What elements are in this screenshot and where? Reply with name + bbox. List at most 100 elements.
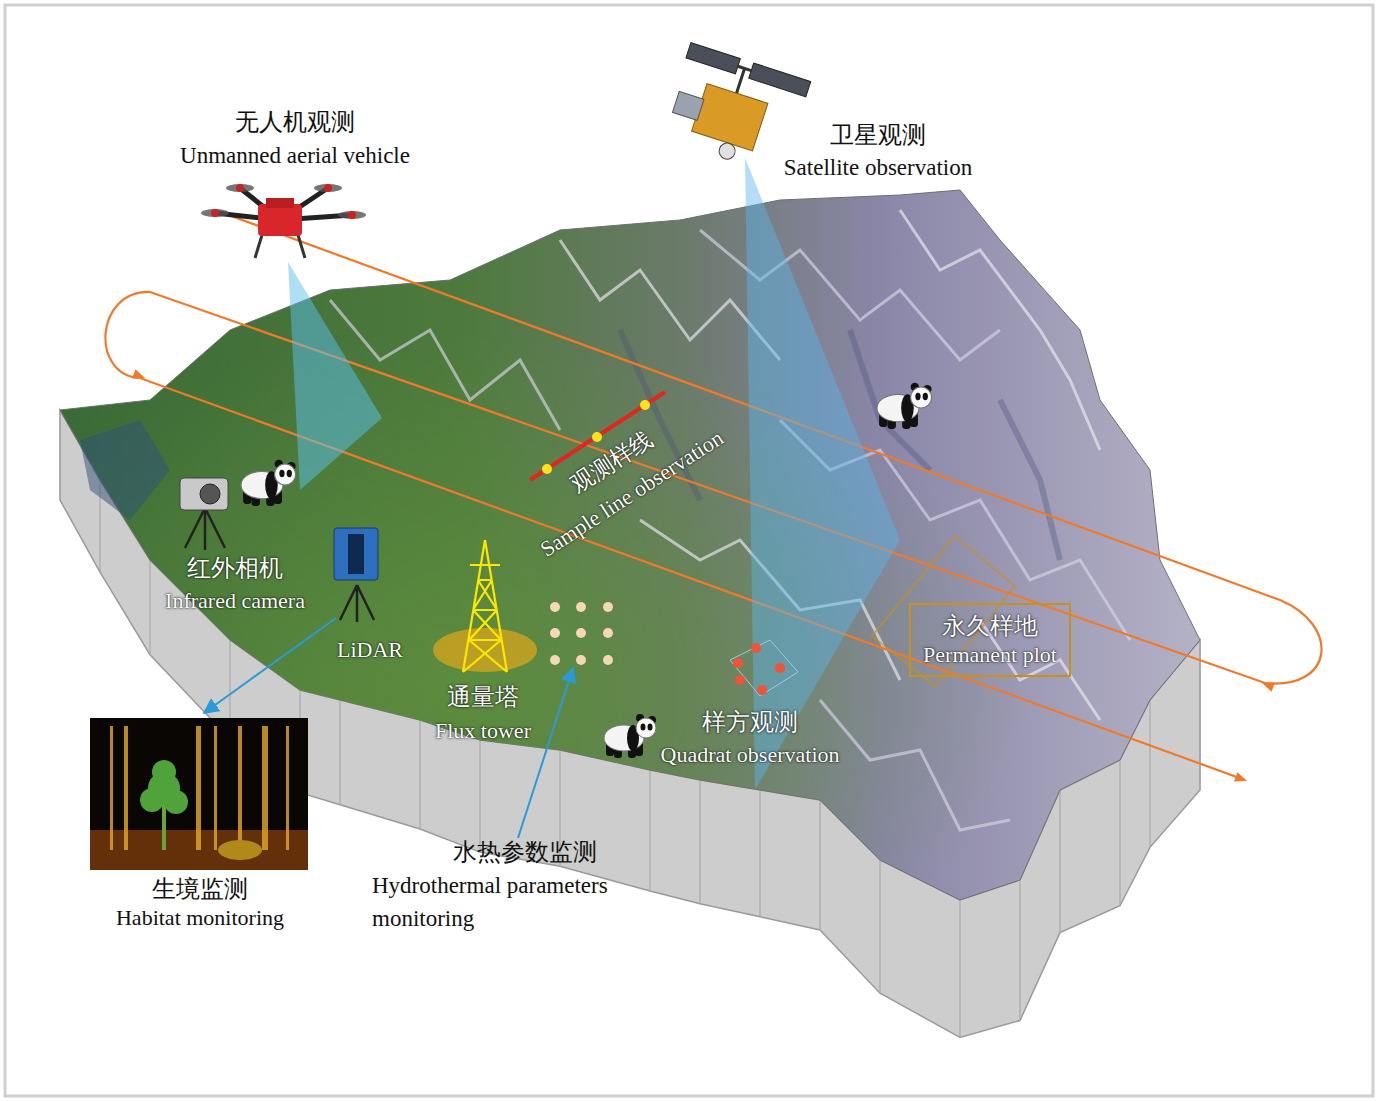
chinese-label: 水热参数监测 <box>453 838 597 867</box>
uav-beam <box>288 262 382 490</box>
terrain-surface <box>60 190 1200 900</box>
habitat-trunk <box>214 726 217 850</box>
drone-rotor <box>338 211 366 219</box>
wall-edge <box>819 800 820 930</box>
drone-rotor <box>201 209 229 217</box>
quadrat-dot <box>733 658 743 668</box>
habitat-box: 生境监测Habitat monitoring <box>90 718 310 932</box>
wall-edge <box>1149 700 1150 847</box>
lidar-tripod <box>340 585 374 622</box>
flux-tower <box>463 540 507 672</box>
lidar-body <box>334 528 378 580</box>
chinese-label: 卫星观测 <box>830 121 926 150</box>
habitat-trunk <box>124 726 128 850</box>
lidar-window <box>348 534 364 574</box>
habitat-title-cn: 生境监测 <box>90 874 310 904</box>
drone-icon <box>201 184 366 258</box>
english-label: Unmanned aerial vehicle <box>180 142 410 170</box>
plot-box: 永久样地Permanent plot <box>909 603 1071 677</box>
camera-tripod <box>185 508 225 550</box>
panda-icon <box>877 383 932 429</box>
satellite-lens <box>717 141 737 161</box>
mountain-ridge <box>820 700 1010 830</box>
drone-motor <box>211 209 219 217</box>
chinese-label: 样方观测 <box>702 708 798 737</box>
valley-shadow <box>1000 400 1060 560</box>
sensor-dot <box>603 628 613 638</box>
panda-head <box>911 387 932 408</box>
wall-edge <box>759 790 760 917</box>
wall-edge <box>1019 880 1020 1021</box>
sensor-dot <box>576 655 586 665</box>
habitat-canopy <box>140 788 164 812</box>
satellite-detail <box>672 91 704 120</box>
habitat-trunk <box>262 726 268 850</box>
wall-edge <box>339 700 340 805</box>
drone-motor <box>348 211 356 219</box>
habitat-bg <box>90 718 308 870</box>
flight-arrowhead <box>132 369 147 383</box>
habitat-trunk <box>110 726 113 850</box>
wall-edge <box>149 560 150 655</box>
english-label: Hydrothermal parameters monitoring <box>372 870 672 935</box>
habitat-canopy <box>152 760 176 784</box>
quadrat-dot <box>775 663 785 673</box>
english-label: Flux tower <box>435 718 531 744</box>
drone-rotor <box>314 184 342 192</box>
sensor-dot <box>576 628 586 638</box>
panda-eye <box>287 470 292 477</box>
figure-frame <box>5 5 1373 1096</box>
wall-edge <box>959 900 960 1037</box>
sample-point <box>640 400 650 410</box>
panel-boom <box>730 66 751 95</box>
wall-edge <box>479 740 480 852</box>
flux-footprint <box>433 628 537 672</box>
sensor-dot <box>550 602 560 612</box>
habitat-canopy <box>164 790 188 814</box>
terrain-green-zone <box>60 190 1200 900</box>
habitat-trunk <box>196 726 201 850</box>
quadrat-dot <box>735 675 745 685</box>
panda-icon <box>604 714 656 758</box>
wall-edge <box>879 860 880 993</box>
solar-panel <box>749 63 811 97</box>
drone-motor <box>236 184 244 192</box>
chinese-label: 红外相机 <box>187 554 283 583</box>
mountain-ridge <box>900 210 1100 450</box>
flight-arrowhead <box>1234 772 1249 786</box>
english-label: Quadrat observation <box>661 742 840 768</box>
wall-edge <box>649 770 650 891</box>
quadrat-dot <box>751 643 761 653</box>
habitat-trunk <box>238 726 242 850</box>
satellite-beam <box>745 158 900 790</box>
drone-top <box>266 198 294 208</box>
leader-line <box>204 618 336 713</box>
forest-patch <box>80 420 170 520</box>
sample-point <box>592 432 602 442</box>
sensor-dot <box>603 602 613 612</box>
camera-body <box>180 478 228 510</box>
drone-legs <box>255 235 305 258</box>
solar-panel <box>686 43 740 74</box>
english-label: Satellite observation <box>784 154 972 182</box>
habitat-image <box>90 718 308 870</box>
wall-edge <box>59 410 60 500</box>
drone-rotor <box>226 184 254 192</box>
panda-head <box>636 718 656 738</box>
panda-eye <box>923 393 928 400</box>
wall-edge <box>1199 640 1200 790</box>
sensor-dot <box>550 655 560 665</box>
camera-lens <box>200 484 220 504</box>
flight-path <box>105 210 1321 780</box>
habitat-shrub <box>218 840 262 860</box>
quadrat-dot <box>757 685 767 695</box>
plot-title-cn: 永久样地 <box>923 611 1057 641</box>
wall-edge <box>699 780 700 904</box>
quadrat-frame <box>730 640 798 696</box>
plot-title-en: Permanent plot <box>923 641 1057 669</box>
drone-motor <box>324 184 332 192</box>
sensor-dot <box>550 628 560 638</box>
panda-eye <box>648 724 653 731</box>
wall-edge <box>1059 790 1060 933</box>
